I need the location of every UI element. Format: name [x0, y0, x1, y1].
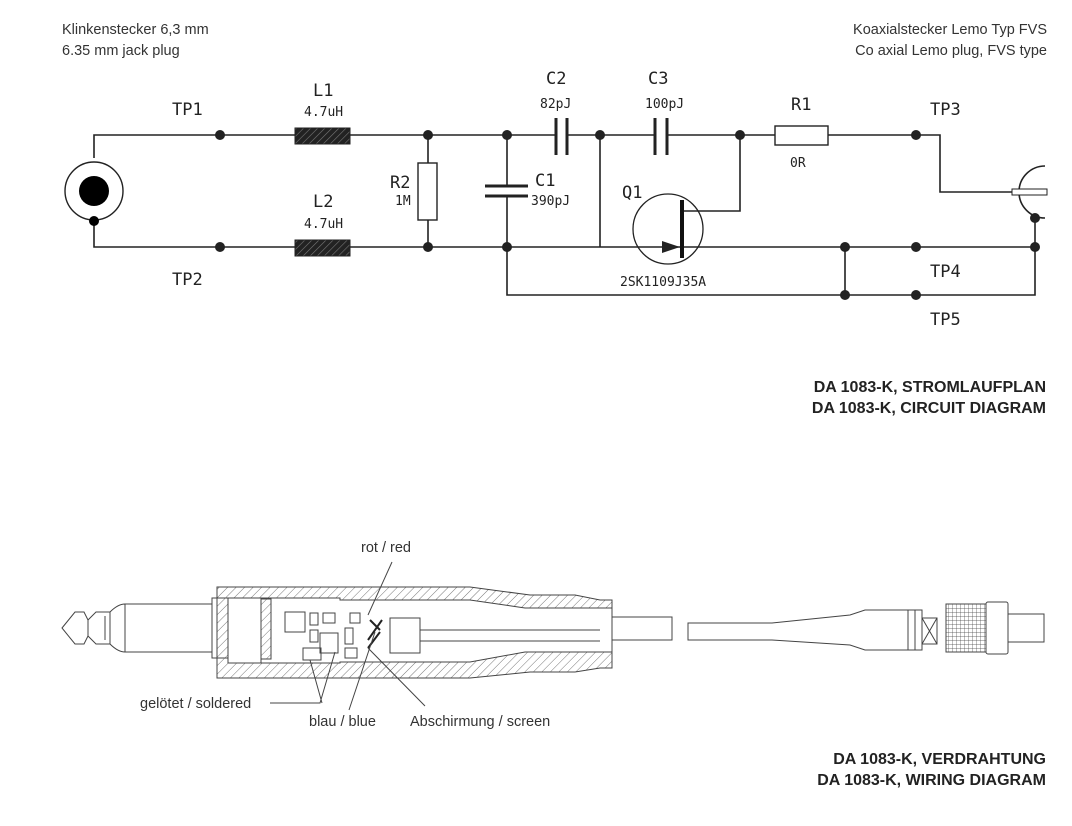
r1-value: 0R [790, 156, 806, 171]
red-wire-label: rot / red [361, 540, 411, 556]
capacitor-c3 [653, 118, 669, 155]
lemo-plug-label-de: Koaxialstecker Lemo Typ FVS [853, 22, 1047, 38]
junction-dots [215, 130, 1040, 300]
lemo-plug-label-en: Co axial Lemo plug, FVS type [855, 43, 1047, 59]
jack-socket-symbol [64, 161, 124, 226]
c1-label: C1 [535, 171, 555, 191]
l2-label: L2 [313, 192, 333, 212]
l2-value: 4.7uH [304, 217, 343, 232]
inductor-l1 [294, 127, 351, 145]
l1-value: 4.7uH [304, 105, 343, 120]
r2-label: R2 [390, 173, 410, 193]
c1-value: 390pJ [531, 194, 570, 209]
resistor-r2 [417, 162, 438, 221]
lemo-socket-symbol [1011, 165, 1048, 219]
screen-label: Abschirmung / screen [410, 714, 550, 730]
wiring-title-de: DA 1083-K, VERDRAHTUNG [833, 751, 1046, 768]
r1-label: R1 [791, 95, 811, 115]
tp5-label: TP5 [930, 310, 961, 330]
inductor-l2 [294, 239, 351, 257]
q1-label: Q1 [622, 183, 642, 203]
wiring-title-en: DA 1083-K, WIRING DIAGRAM [817, 772, 1046, 789]
r2-value: 1M [395, 194, 411, 209]
tp2-label: TP2 [172, 270, 203, 290]
resistor-r1 [774, 125, 829, 146]
capacitor-c1 [485, 184, 528, 198]
c2-value: 82pJ [540, 97, 571, 112]
circuit-wires [93, 134, 1036, 296]
circuit-title-en: DA 1083-K, CIRCUIT DIAGRAM [812, 400, 1046, 417]
l1-label: L1 [313, 81, 333, 101]
c2-label: C2 [546, 69, 566, 89]
c3-label: C3 [648, 69, 668, 89]
jack-plug-label-en: 6.35 mm jack plug [62, 43, 180, 59]
leader-lines [270, 561, 426, 711]
lemo-plug-drawing [687, 601, 1045, 655]
q1-value: 2SK1109J35A [620, 275, 706, 290]
jack-plug-drawing [61, 586, 673, 679]
capacitor-c2 [554, 118, 569, 155]
jack-plug-label-de: Klinkenstecker 6,3 mm [62, 22, 209, 38]
circuit-title-de: DA 1083-K, STROMLAUFPLAN [814, 379, 1046, 396]
transistor-q1 [632, 193, 704, 265]
tp4-label: TP4 [930, 262, 961, 282]
blue-wire-label: blau / blue [309, 714, 376, 730]
c3-value: 100pJ [645, 97, 684, 112]
tp1-label: TP1 [172, 100, 203, 120]
tp3-label: TP3 [930, 100, 961, 120]
soldered-label: gelötet / soldered [140, 696, 251, 712]
